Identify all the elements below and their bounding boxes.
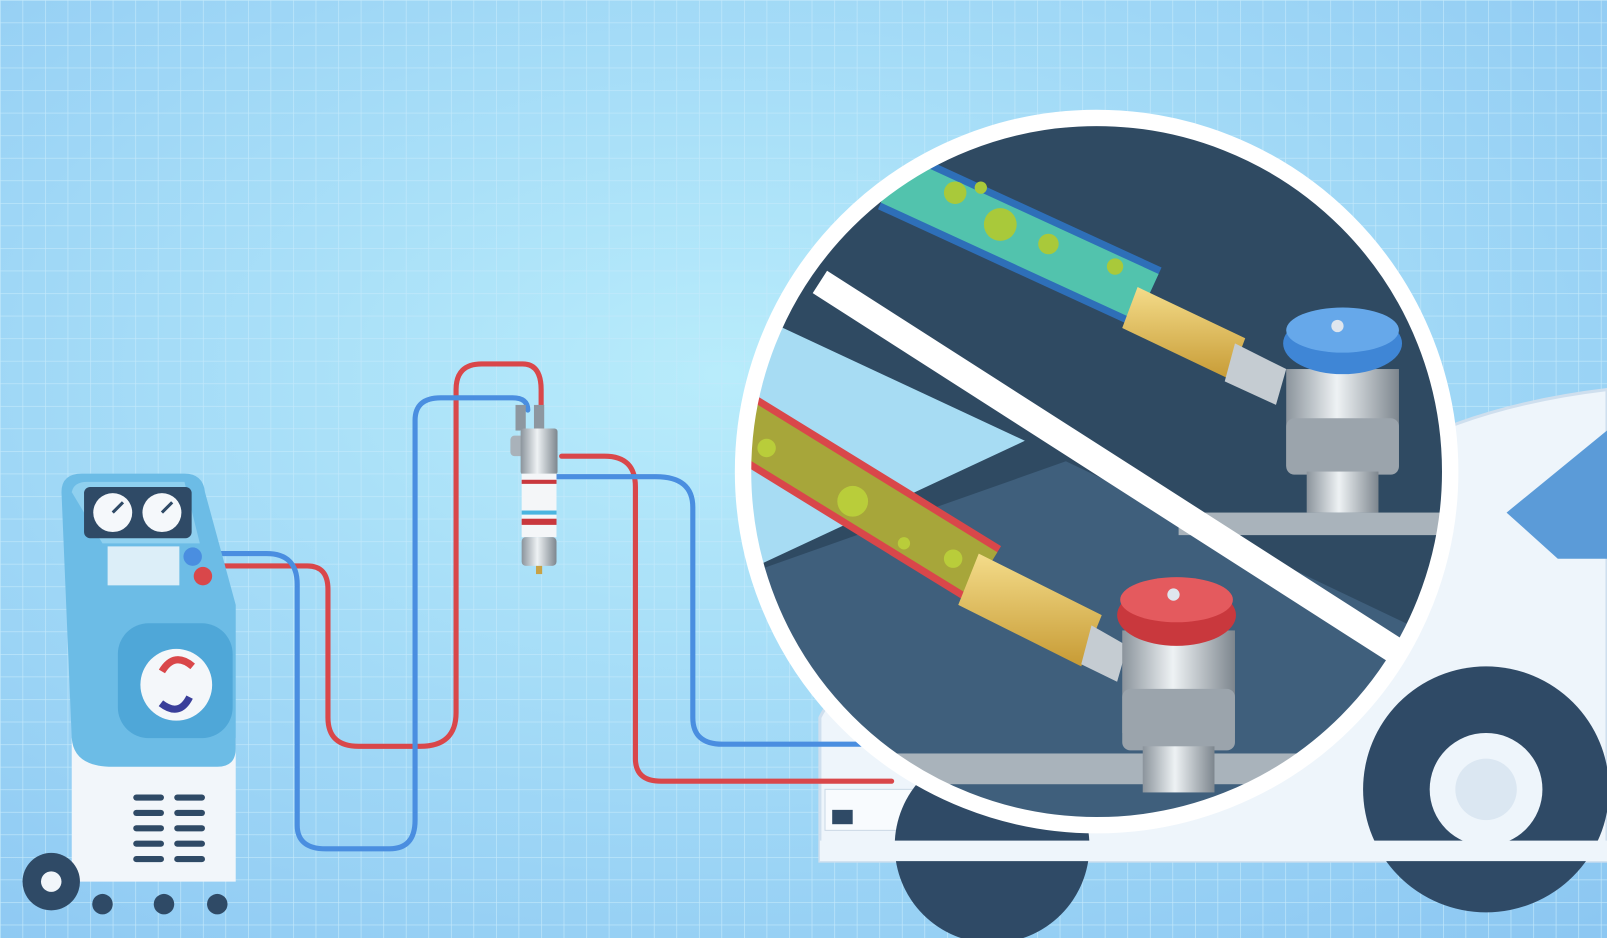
hose-low-to-car — [550, 474, 864, 747]
ac-recovery-machine — [22, 473, 236, 915]
recycle-guard-filter — [510, 404, 558, 575]
hose-high-to-car — [559, 453, 895, 784]
recycle-arrows-icon — [140, 648, 213, 721]
hose-high-pressure — [202, 361, 544, 749]
hose-low-pressure — [197, 395, 531, 852]
skull-icon — [943, 181, 1124, 275]
prohibited-slash — [812, 270, 1412, 668]
pressure-gauge-icon — [93, 493, 182, 533]
service-hoses — [197, 361, 895, 852]
skull-icon — [757, 438, 963, 568]
magnified-coupler-view — [734, 109, 1459, 834]
